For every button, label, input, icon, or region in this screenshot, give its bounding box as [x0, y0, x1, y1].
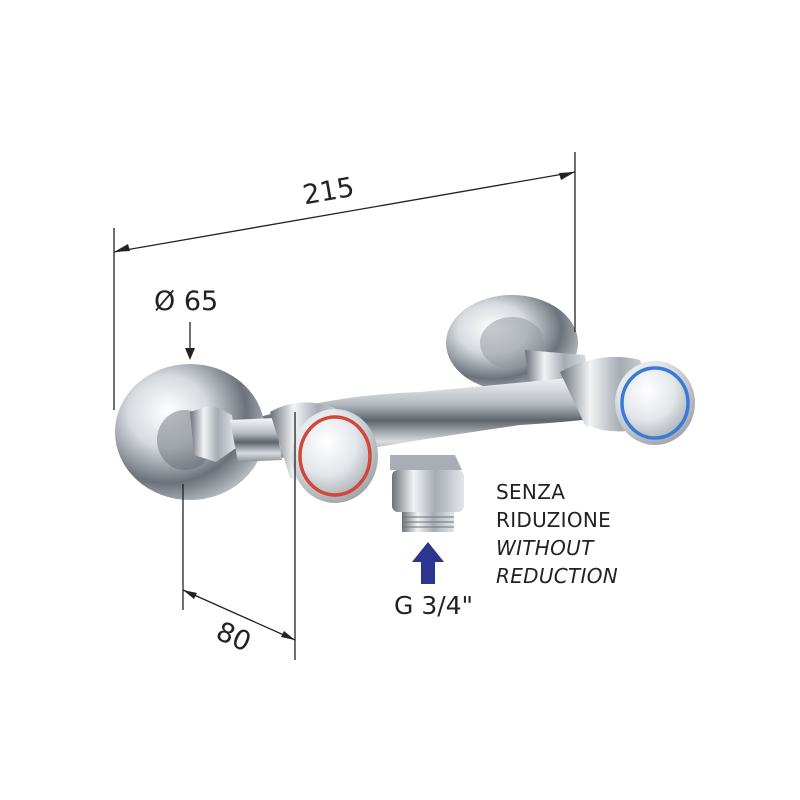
depth-arrow-left: [183, 590, 197, 599]
left-wall-flange: [115, 364, 265, 500]
note-line-1: SENZA: [496, 480, 566, 504]
note-line-2: RIDUZIONE: [496, 508, 612, 532]
hot-handle-knob: [292, 409, 378, 503]
reduction-note: SENZA RIDUZIONE WITHOUT REDUCTION: [496, 478, 618, 590]
outlet-nut: [392, 470, 464, 512]
diameter-label: Ø 65: [154, 286, 218, 317]
note-line-3: WITHOUT: [496, 536, 594, 560]
thread-label: G 3/4": [394, 591, 473, 620]
hot-indicator-ring: [298, 415, 372, 497]
note-line-4: REDUCTION: [496, 564, 619, 588]
inlet-arrow-icon: [412, 542, 444, 584]
faucet-illustration: [115, 295, 695, 532]
width-arrow-left: [114, 244, 130, 252]
left-hex-nut: [190, 405, 236, 462]
cold-handle-knob: [615, 361, 695, 445]
cold-indicator-ring: [620, 366, 690, 440]
diameter-arrow: [185, 348, 195, 360]
width-label: 215: [300, 172, 356, 211]
width-arrow-right: [559, 172, 575, 180]
width-dimension-line: [113, 171, 576, 253]
depth-arrow-right: [281, 631, 295, 640]
depth-label: 80: [211, 616, 255, 658]
depth-dimension-line: [182, 589, 296, 641]
